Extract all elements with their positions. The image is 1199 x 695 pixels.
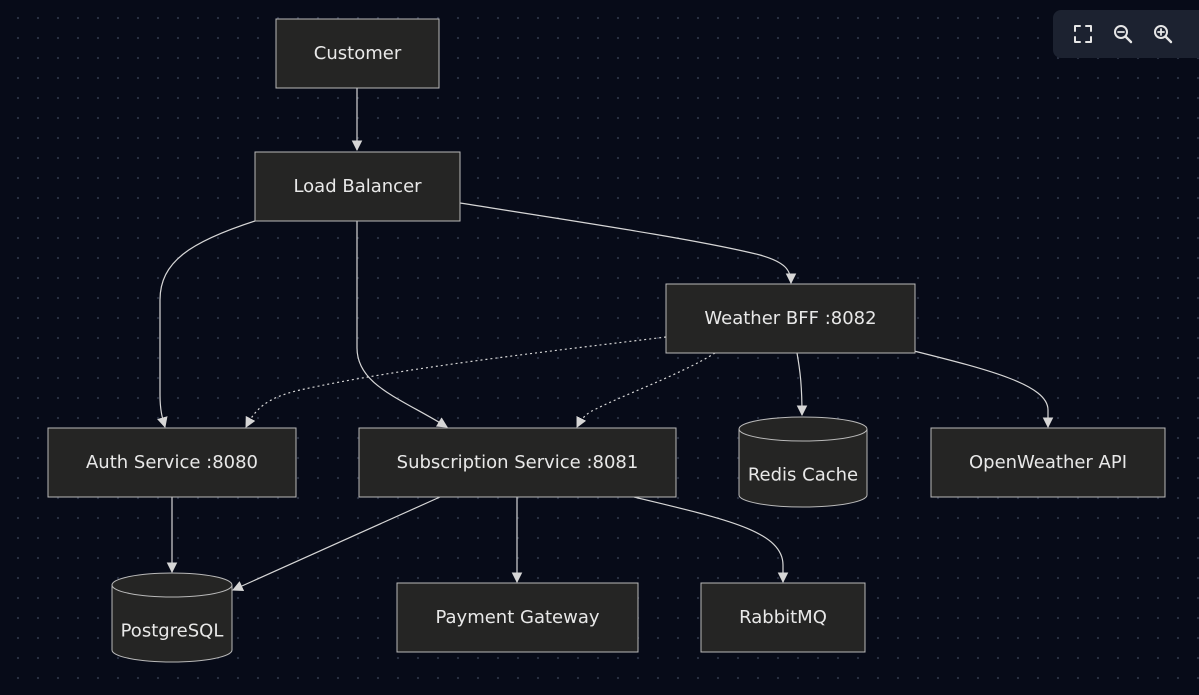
node-payment-gateway[interactable]: Payment Gateway [396, 582, 639, 653]
node-redis-cache-label: Redis Cache [748, 465, 858, 486]
edges [157, 88, 1054, 591]
edge-load-balancer-to-weather-bff [459, 202, 797, 285]
node-rabbitmq-label: RabbitMQ [739, 607, 827, 628]
node-load-balancer-label: Load Balancer [293, 176, 422, 197]
node-openweather-api-label: OpenWeather API [969, 452, 1127, 473]
zoom-in-button[interactable] [1145, 16, 1181, 52]
zoom-out-button[interactable] [1105, 16, 1141, 52]
node-postgresql[interactable]: PostgreSQL [111, 572, 233, 663]
fullscreen-button[interactable] [1065, 16, 1101, 52]
edge-subscription-service-to-postgresql [232, 496, 441, 591]
node-auth-service[interactable]: Auth Service :8080 [47, 427, 297, 498]
edge-load-balancer-to-auth-service [157, 220, 256, 429]
node-redis-cache[interactable]: Redis Cache [738, 416, 868, 508]
edge-weather-bff-to-auth-service [245, 336, 667, 428]
node-rabbitmq[interactable]: RabbitMQ [700, 582, 866, 653]
node-load-balancer[interactable]: Load Balancer [254, 151, 461, 222]
node-openweather-api[interactable]: OpenWeather API [930, 427, 1166, 498]
fullscreen-icon [1074, 25, 1092, 43]
node-subscription-service[interactable]: Subscription Service :8081 [358, 427, 677, 498]
edge-weather-bff-to-redis-cache [796, 352, 808, 417]
node-payment-gateway-label: Payment Gateway [435, 607, 599, 628]
node-customer-label: Customer [314, 43, 402, 64]
zoom-in-icon [1154, 25, 1173, 44]
zoom-toolbar [1053, 10, 1199, 58]
node-postgresql-label: PostgreSQL [121, 621, 224, 642]
edge-weather-bff-to-subscription-service [576, 352, 716, 428]
node-weather-bff-label: Weather BFF :8082 [704, 308, 876, 329]
edge-weather-bff-to-openweather-api [913, 350, 1054, 429]
node-subscription-service-label: Subscription Service :8081 [397, 452, 639, 473]
edge-load-balancer-to-subscription-service [356, 221, 448, 428]
edge-subscription-service-to-rabbitmq [633, 496, 789, 584]
node-customer[interactable]: Customer [275, 18, 440, 89]
node-weather-bff[interactable]: Weather BFF :8082 [665, 283, 916, 354]
zoom-out-icon [1114, 25, 1133, 44]
node-auth-service-label: Auth Service :8080 [86, 452, 258, 473]
